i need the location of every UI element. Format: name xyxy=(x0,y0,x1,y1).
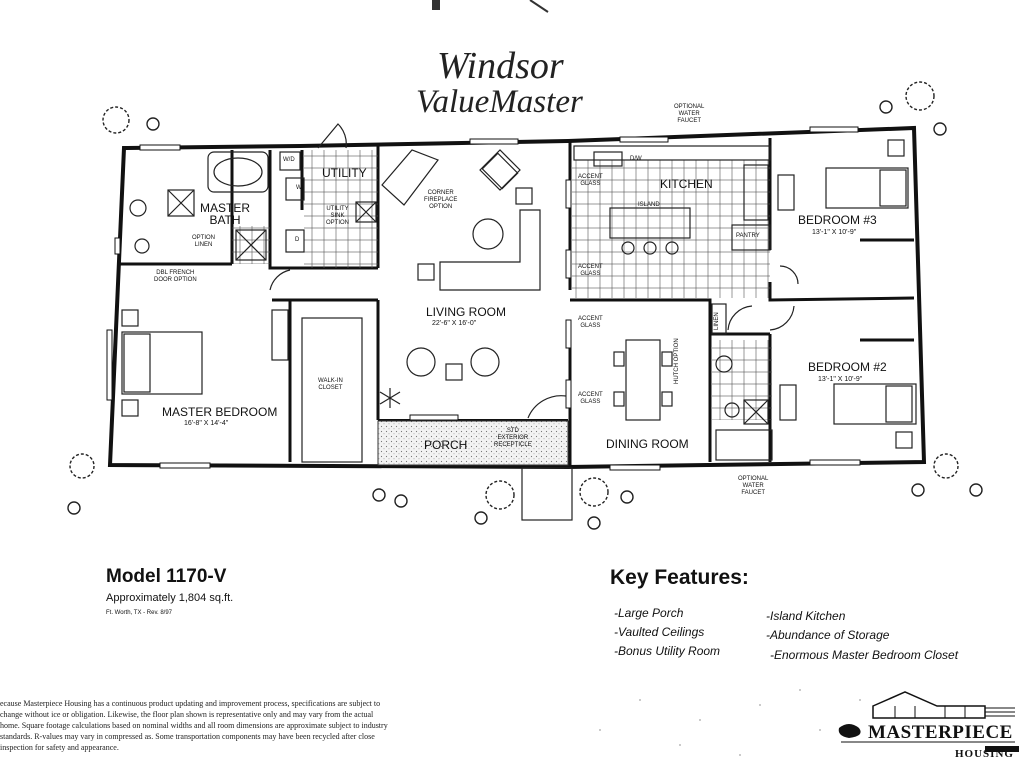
option-linen-label: OPTION LINEN xyxy=(192,235,216,248)
washer-label: W xyxy=(296,185,302,191)
masterpiece-logo-icon xyxy=(838,691,1019,752)
exterior-receptacle-label: STD EXTERIOR RECEPTICLE xyxy=(494,428,532,448)
feature-vaulted-ceilings: -Vaulted Ceilings xyxy=(614,625,705,639)
landscaping xyxy=(67,81,983,530)
key-features-heading: Key Features: xyxy=(610,566,749,589)
dryer-label: D xyxy=(295,237,300,243)
porch-label: PORCH xyxy=(424,438,468,452)
windows xyxy=(106,126,861,471)
french-door-label: DBL FRENCH DOOR OPTION xyxy=(154,270,197,283)
walkin-closet-label: WALK-IN CLOSET xyxy=(318,378,343,391)
utility-tile xyxy=(304,150,378,268)
master-bedroom-label: MASTER BEDROOM xyxy=(162,405,278,419)
kitchen-tile xyxy=(572,160,770,298)
faucet-top-label: OPTIONAL WATER FAUCET xyxy=(674,104,705,124)
plan-subtitle: ValueMaster xyxy=(416,84,583,120)
pantry-label: PANTRY xyxy=(736,233,760,239)
master-bath-label: MASTER BATH xyxy=(200,201,251,227)
top-edge-mark xyxy=(432,0,549,13)
logo-name: MASTERPIECE xyxy=(868,722,1013,743)
logo-sub: HOUSING xyxy=(955,748,1014,760)
bath2-tile xyxy=(712,340,772,420)
bedroom3-label: BEDROOM #3 xyxy=(798,213,877,227)
kitchen-label: KITCHEN xyxy=(660,177,713,191)
bedroom3-dimensions: 13'-1" X 10'-9" xyxy=(812,229,857,236)
accent-glass-4: ACCENT GLASS xyxy=(578,392,603,405)
model-location: Ft. Worth, TX - Rev. 8/97 xyxy=(106,610,173,616)
accent-glass-1: ACCENT GLASS xyxy=(578,174,603,187)
logo-speckle xyxy=(599,689,861,756)
island-label: ISLAND xyxy=(638,202,660,208)
feature-closet: -Enormous Master Bedroom Closet xyxy=(770,648,959,662)
bedroom2-dimensions: 13'-1" X 10'-9" xyxy=(818,376,863,383)
plan-title: Windsor xyxy=(437,45,564,87)
accent-glass-3: ACCENT GLASS xyxy=(578,316,603,329)
master-bedroom-dimensions: 16'-8" X 14'-4" xyxy=(184,420,229,427)
feature-large-porch: -Large Porch xyxy=(614,606,684,620)
feature-island-kitchen: -Island Kitchen xyxy=(766,609,846,623)
bedroom2-label: BEDROOM #2 xyxy=(808,360,887,374)
faucet-bottom-label: OPTIONAL WATER FAUCET xyxy=(738,476,769,496)
dishwasher-label: D/W xyxy=(630,156,642,162)
accent-glass-2: ACCENT GLASS xyxy=(578,264,603,277)
dining-room-label: DINING ROOM xyxy=(606,437,689,451)
fixtures xyxy=(121,123,917,521)
porch-floor xyxy=(377,420,569,466)
hutch-option-label: HUTCH OPTION xyxy=(674,338,680,384)
model-size: Approximately 1,804 sq.ft. xyxy=(106,592,234,604)
linen-label: LINEN xyxy=(714,312,720,330)
utility-label: UTILITY xyxy=(322,166,367,180)
disclaimer-text: ecause Masterpiece Housing has a continu… xyxy=(0,699,388,752)
living-room-dimensions: 22'-6" X 16'-0" xyxy=(432,320,477,327)
model-name: Model 1170-V xyxy=(106,566,227,587)
utility-sink-label: UTILITY SINK OPTION xyxy=(326,206,350,226)
living-room-label: LIVING ROOM xyxy=(426,305,507,319)
washer-dryer-label: W/D xyxy=(283,157,295,163)
feature-bonus-utility: -Bonus Utility Room xyxy=(614,644,721,658)
feature-storage: -Abundance of Storage xyxy=(766,628,890,642)
fireplace-label: CORNER FIREPLACE OPTION xyxy=(424,190,458,210)
